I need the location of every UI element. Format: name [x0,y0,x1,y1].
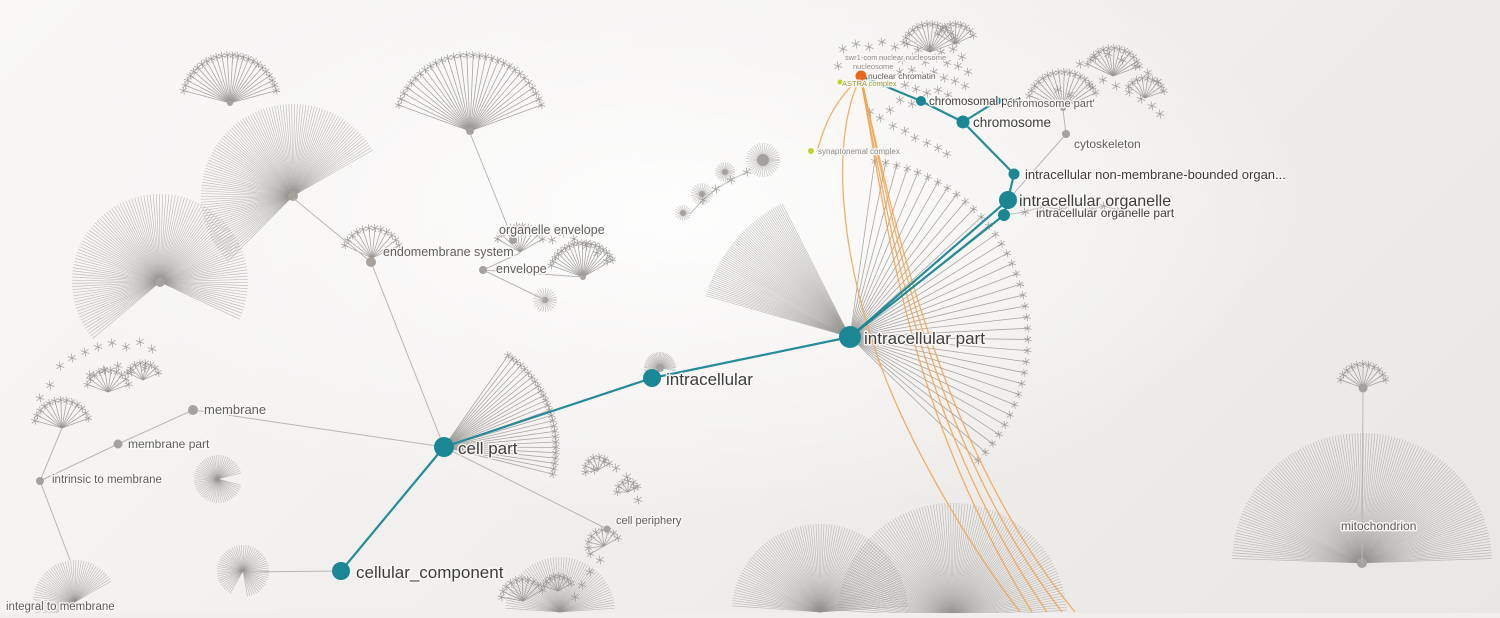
graph-node-intracellular-part[interactable] [839,326,861,348]
graph-label-intrinsic-to-membrane[interactable]: intrinsic to membrane [52,474,162,486]
graph-node-intracellular-organelle-part[interactable] [998,209,1010,221]
graph-node-synaptonemal-complex[interactable] [808,148,814,154]
edge-fan [395,51,545,135]
graph-label-organelle-envelope[interactable]: organelle envelope [499,223,605,237]
graph-label-synaptonemal-complex[interactable]: synaptonemal complex [818,147,900,156]
graph-label-mitochondrion[interactable]: mitochondrion [1341,519,1416,533]
graph-node-envelope[interactable] [479,266,487,274]
dense-edge-fan [706,203,850,337]
graph-node-cell-periphery[interactable] [604,526,611,533]
graph-label-intracellular-part[interactable]: intracellular part [864,329,985,348]
dense-edge-fan [675,205,691,221]
graph-label-intracellular-non-membrane-bounded-organ[interactable]: intracellular non-membrane-bounded organ… [1025,167,1286,182]
graph-node-cytoskeleton[interactable] [1062,130,1070,138]
graph-node-mitochondrion-hub[interactable] [1359,384,1368,393]
graph-label-intracellular-organelle-part[interactable]: intracellular organelle part [1036,206,1175,220]
graph-node-organelle-envelope[interactable] [509,236,517,244]
dense-edge-fan [194,455,241,503]
graph-label-endomembrane-system[interactable]: endomembrane system [383,245,514,259]
fan-hub-node [227,100,233,106]
fan-hub-node [155,277,165,287]
graph-label-intracellular[interactable]: intracellular [666,370,753,389]
edge-fan [934,20,977,44]
fan-hub-node [722,169,728,175]
graph-label-integral-to-membrane[interactable]: integral to membrane [6,601,115,613]
graph-label-cell-periphery[interactable]: cell periphery [616,515,682,527]
graph-label-chromosome-part[interactable]: chromosome part' [1007,98,1095,110]
fan-hub-node [757,154,769,166]
graph-label-chromosome[interactable]: chromosome [973,115,1051,130]
dense-edge-fan [644,352,676,372]
graph-label-cytoskeleton[interactable]: cytoskeleton [1074,137,1141,151]
dense-edge-fan [505,557,615,612]
graph-node-intracellular[interactable] [643,369,661,387]
fan-hub-node [680,210,686,216]
graph-node-chromosome[interactable] [957,116,970,129]
graph-label-membrane-part[interactable]: membrane part [128,437,210,451]
graph-label-envelope[interactable]: envelope [496,262,547,276]
fan-hub-node [288,191,298,201]
graph-node-intrinsic-to-membrane[interactable] [36,477,44,485]
graph-label-astra-complex[interactable]: ASTRA complex [842,79,897,88]
edge-fan [547,239,616,280]
dense-edge-fan [201,104,373,261]
graph-label-membrane[interactable]: membrane [204,402,266,417]
graph-label-nuclear-nucleosome[interactable]: nuclear nucleosome [879,53,946,62]
graph-label-nucleosome[interactable]: nucleosome [853,62,893,71]
edge-fan [584,526,621,558]
dense-edge-fan [837,503,1066,613]
edge-fan [1125,74,1168,98]
graph-node-membrane-part[interactable] [114,440,123,449]
graph-node-chromosomal-part[interactable] [916,96,926,106]
edge-fan [581,453,613,476]
dense-edge-fan [217,545,269,597]
selected-path-edges [341,76,1014,571]
graph-node-endomembrane-system[interactable] [366,257,376,267]
graph-label-cell-part[interactable]: cell part [458,439,518,458]
dense-edge-fan [746,143,780,177]
dense-edge-fan [533,288,557,312]
dense-edge-fan [72,194,248,339]
edge-fan [180,51,280,106]
graph-node-membrane[interactable] [188,405,198,415]
graph-node-cell-part[interactable] [434,437,454,457]
graph-node-non-membrane-bounded-organelle[interactable] [1009,169,1020,180]
graph-label-cellular-component[interactable]: cellular_component [356,563,504,582]
graph-node-cellular-component[interactable] [332,562,350,580]
graph-node-intracellular-organelle[interactable] [999,191,1017,209]
